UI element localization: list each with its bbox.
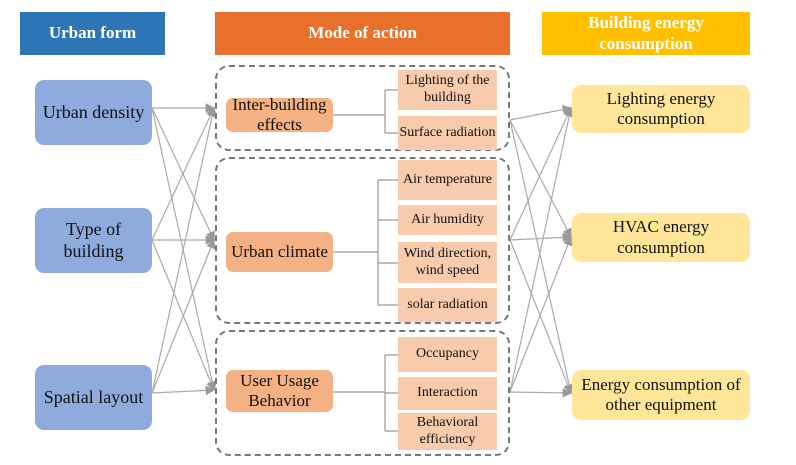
factor-air-temperature: Air temperature [398,160,497,200]
factor-lighting-of-building: Lighting of the building [398,70,497,110]
urban-density-box: Urban density [35,80,152,145]
hvac-energy-box: HVAC energy consumption [572,213,750,262]
arrow-mode-2-to-energy-1 [509,235,573,393]
group-inter-building [215,65,510,151]
factor-wind: Wind direction, wind speed [398,242,497,283]
urban-climate-box: Urban climate [226,232,333,272]
factor-surface-radiation: Surface radiation [398,116,497,150]
type-of-building-box: Type of building [35,208,152,273]
group-user-behavior [215,330,510,456]
arrow-form-2-to-mode-2 [151,385,216,396]
group-urban-climate [215,157,510,324]
arrow-form-2-to-mode-1 [151,238,216,394]
inter-building-effects-box: Inter-building effects [226,95,333,134]
arrow-mode-0-to-energy-2 [509,119,574,395]
spatial-layout-box: Spatial layout [35,365,152,430]
arrow-mode-1-to-energy-0 [509,106,572,241]
arrow-mode-2-to-energy-0 [509,106,574,393]
lighting-energy-box: Lighting energy consumption [572,85,750,133]
other-equipment-energy-box: Energy consumption of other equipment [572,370,750,420]
arrow-form-1-to-mode-0 [151,106,215,241]
factor-air-humidity: Air humidity [398,205,497,235]
arrow-mode-2-to-energy-2 [509,388,573,398]
factor-behavioral-efficiency: Behavioral efficiency [398,413,497,450]
arrow-mode-1-to-energy-1 [509,232,573,243]
header-energy-consumption: Building energy consumption [542,12,750,55]
header-urban-form: Urban form [20,12,165,55]
factor-solar-radiation: solar radiation [398,288,497,322]
arrow-form-2-to-mode-0 [151,106,217,394]
header-mode-of-action: Mode of action [215,12,510,55]
user-usage-behavior-box: User Usage Behavior [226,370,333,412]
factor-occupancy: Occupancy [398,337,497,372]
arrow-mode-1-to-energy-2 [509,239,573,395]
arrow-mode-0-to-energy-1 [509,119,572,239]
arrow-mode-0-to-energy-0 [509,104,573,121]
factor-interaction: Interaction [398,377,497,410]
